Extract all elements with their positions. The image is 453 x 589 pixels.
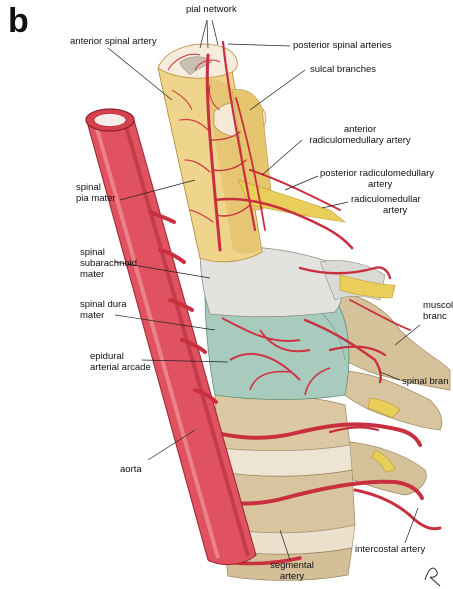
label-anterior-spinal-artery: anterior spinal artery (70, 36, 157, 47)
label-anterior-radiculomedullary-artery-line2: radiculomedullary artery (305, 135, 415, 146)
label-epidural-arterial-arcade-line2: arterial arcade (90, 362, 151, 373)
label-epidural-arterial-arcade: epidural arterial arcade (90, 351, 151, 373)
label-muscular-branch-line1: muscol (423, 300, 453, 311)
label-spinal-pia-mater: spinal pia mater (76, 182, 116, 204)
vertebral-body-upper (215, 394, 350, 451)
label-epidural-arterial-arcade-line1: epidural (90, 351, 151, 362)
label-muscular-branch-line2: branc (423, 311, 453, 322)
label-spinal-dura-mater-line2: mater (80, 310, 126, 321)
label-posterior-radiculomedullary-artery: posterior radiculomedullary artery (320, 168, 434, 190)
label-spinal-subarachnoid-mater-line2: subarachnoid (80, 258, 137, 269)
label-posterior-spinal-arteries: posterior spinal arteries (293, 40, 392, 51)
label-spinal-branch: spinal bran (402, 376, 448, 387)
panel-letter: b (8, 2, 29, 41)
label-intercostal-artery: intercostal artery (355, 544, 425, 555)
label-posterior-radiculomedullary-artery-line1: posterior radiculomedullary (320, 168, 434, 179)
label-sulcal-branches: sulcal branches (310, 64, 376, 75)
label-spinal-pia-mater-line1: spinal (76, 182, 116, 193)
label-spinal-pia-mater-line2: pia mater (76, 193, 116, 204)
label-segmental-artery: segmental artery (262, 560, 322, 582)
label-radiculomedullary-artery: radiculomedullar artery (351, 194, 421, 216)
label-muscular-branch: muscol branc (423, 300, 453, 322)
label-spinal-subarachnoid-mater-line3: mater (80, 269, 137, 280)
label-pial-network: pial network (186, 4, 237, 15)
artist-signature (425, 568, 440, 586)
label-spinal-dura-mater-line1: spinal dura (80, 299, 126, 310)
label-spinal-subarachnoid-mater: spinal subarachnoid mater (80, 247, 137, 280)
label-spinal-dura-mater: spinal dura mater (80, 299, 126, 321)
label-radiculomedullary-artery-line1: radiculomedullar (351, 194, 421, 205)
label-segmental-artery-line2: artery (262, 571, 322, 582)
label-anterior-radiculomedullary-artery-line1: anterior (305, 124, 415, 135)
label-radiculomedullary-artery-line2: artery (351, 205, 421, 216)
label-posterior-radiculomedullary-artery-line2: artery (320, 179, 434, 190)
label-anterior-radiculomedullary-artery: anterior radiculomedullary artery (305, 124, 415, 146)
intercostal-artery (355, 490, 440, 529)
aorta-lumen-inner (94, 114, 126, 127)
label-segmental-artery-line1: segmental (262, 560, 322, 571)
label-spinal-subarachnoid-mater-line1: spinal (80, 247, 137, 258)
label-aorta: aorta (120, 464, 142, 475)
